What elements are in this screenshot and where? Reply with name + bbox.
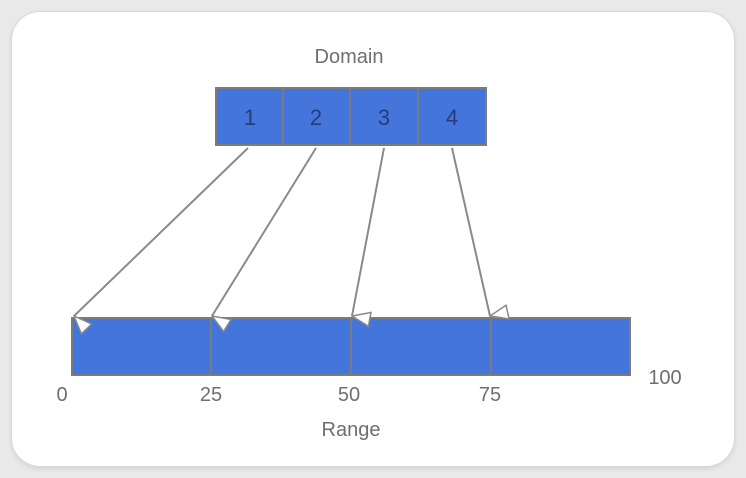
arrow-1-to-0 [74, 147, 249, 316]
domain-value-2: 2 [310, 105, 322, 130]
range-tick-0: 0 [56, 384, 67, 406]
range-bar [71, 317, 631, 376]
domain-value-4: 4 [446, 105, 458, 130]
arrow-3-to-50 [352, 147, 385, 316]
domain-cell-1 [215, 87, 284, 146]
domain-cells: 1 2 3 4 [215, 87, 487, 146]
domain-value-1: 1 [244, 105, 256, 130]
domain-value-3: 3 [378, 105, 390, 130]
arrow-4-to-75 [451, 147, 490, 316]
range-tick-50: 50 [338, 384, 360, 406]
mapping-arrows [74, 147, 490, 316]
domain-cell-3 [349, 87, 419, 146]
range-max-label: 100 [648, 367, 681, 389]
arrow-2-to-25 [212, 147, 317, 316]
domain-cell-4 [417, 87, 487, 146]
range-label: Range [322, 419, 381, 441]
range-tick-25: 25 [200, 384, 222, 406]
range-tick-75: 75 [479, 384, 501, 406]
domain-cell-2 [282, 87, 351, 146]
domain-label: Domain [315, 46, 384, 68]
